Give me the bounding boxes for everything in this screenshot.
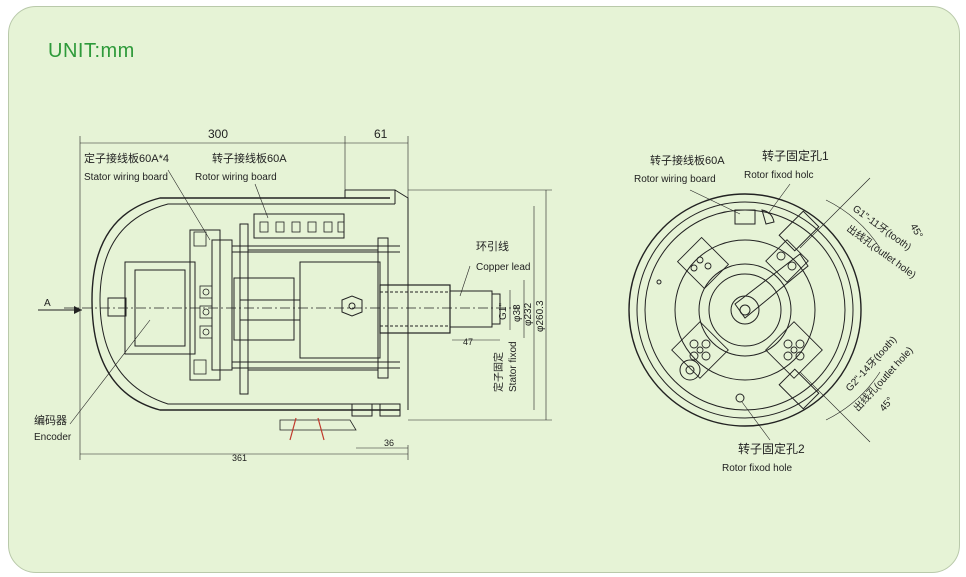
- stator-fixed-cn: 定子固定: [492, 352, 505, 392]
- copper-cn: 环引线: [476, 239, 509, 253]
- unit-label: UNIT:mm: [48, 40, 135, 62]
- stator-board-en: Stator wiring board: [84, 172, 168, 183]
- encoder-cn: 编码器: [34, 413, 67, 427]
- dim-47: 47: [463, 337, 473, 347]
- rotor-board-en-right: Rotor wiring board: [634, 174, 716, 185]
- encoder-en: Encoder: [34, 432, 72, 443]
- d260-label: φ260.3: [535, 300, 546, 332]
- rotor-hole1-cn: 转子固定孔1: [762, 148, 829, 163]
- g1-label: G1": [498, 303, 509, 320]
- dim-36: 36: [384, 438, 394, 448]
- view-a-label: A: [44, 298, 51, 309]
- rotor-board-cn: 转子接线板60A: [212, 151, 287, 165]
- rotor-board-cn-right: 转子接线板60A: [650, 153, 725, 167]
- stator-fixed-en: Stator fixod: [508, 341, 519, 392]
- rotor-board-en: Rotor wiring board: [195, 172, 277, 183]
- dim-300: 300: [208, 127, 228, 141]
- rotor-hole2-cn: 转子固定孔2: [738, 441, 805, 456]
- rotor-hole2-en: Rotor fixod hole: [722, 463, 792, 474]
- dim-61: 61: [374, 127, 388, 141]
- d38-label: φ38: [512, 304, 523, 322]
- dim-361: 361: [232, 453, 247, 463]
- angle2: 45°: [878, 395, 896, 414]
- copper-en: Copper lead: [476, 262, 530, 273]
- end-view: [628, 177, 881, 443]
- stator-board-cn: 定子接线板60A*4: [84, 151, 169, 165]
- d232-label: φ232: [523, 302, 534, 326]
- rotor-hole1-en: Rotor fixod holc: [744, 170, 813, 181]
- angle1: 45°: [907, 222, 924, 241]
- drawing-panel: [8, 6, 960, 573]
- side-view: [38, 136, 552, 460]
